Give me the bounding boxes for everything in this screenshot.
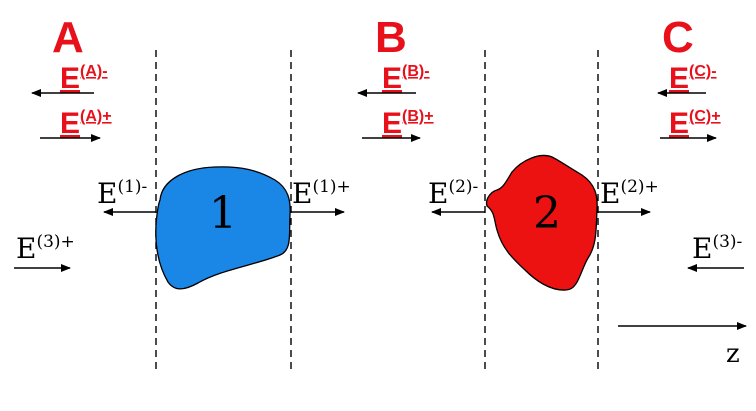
object-2-blob — [485, 154, 598, 291]
object-2-left-field: E(2)- — [428, 177, 478, 210]
region-a-forward-field: E(A)+ — [60, 107, 112, 140]
z-axis-label: z — [726, 339, 740, 369]
incident-left-field: E(3)+ — [16, 232, 75, 265]
object-1-label: 1 — [209, 188, 237, 239]
region-letter-b: B — [375, 13, 407, 62]
region-b-backward-field: E(B)- — [382, 62, 430, 95]
region-b-forward-field: E(B)+ — [382, 107, 434, 140]
region-a-backward-field: E(A)- — [60, 62, 108, 95]
object-1-blob — [155, 166, 291, 290]
region-c-forward-field: E(C)+ — [669, 107, 721, 140]
object-2-right-field: E(2)+ — [600, 177, 659, 210]
region-letter-c: C — [662, 13, 694, 62]
region-c-backward-field: E(C)- — [669, 62, 717, 95]
object-2-label: 2 — [533, 188, 561, 239]
object-1-right-field: E(1)+ — [292, 177, 351, 210]
incident-right-field: E(3)- — [692, 232, 742, 265]
object-1-left-field: E(1)- — [97, 177, 147, 210]
region-letter-a: A — [52, 13, 84, 62]
boundary-lines — [155, 50, 599, 370]
